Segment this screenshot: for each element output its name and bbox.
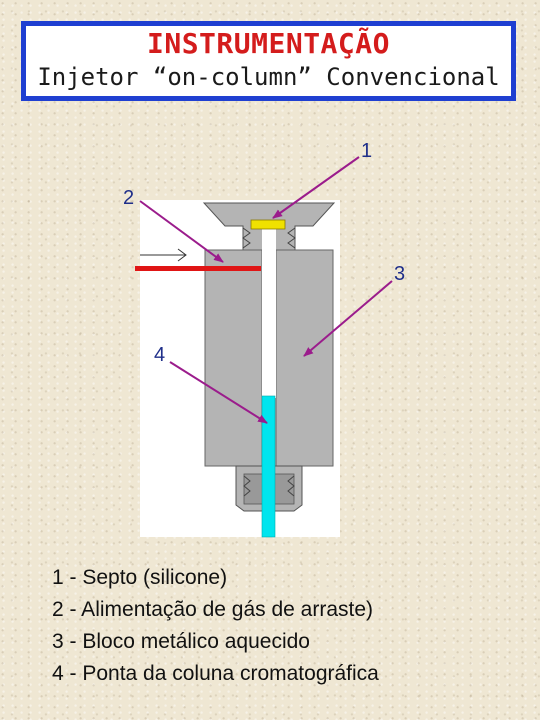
page-subtitle: Injetor “on-column” Convencional [37,63,500,91]
callout-arrow-2 [139,200,224,263]
callout-label-3: 3 [394,263,406,285]
gas-flow-arrow-icon [140,248,187,262]
septum [250,219,286,230]
top-thread [242,227,296,249]
legend-item: 2 - Alimentação de gás de arraste) [52,598,374,621]
legend: 1 - Septo (silicone) 2 - Alimentação de … [52,562,379,690]
bottom-thread [243,475,295,497]
legend-item: 4 - Ponta da coluna cromatográfica [52,662,379,685]
callout-arrow-3 [303,280,393,357]
column-tip [261,395,276,538]
callout-arrow-1 [272,156,360,219]
heated-block-right [275,249,334,467]
legend-item: 3 - Bloco metálico aquecido [52,630,310,653]
callout-label-2: 2 [123,187,135,209]
carrier-gas-line [135,266,261,271]
callout-label-1: 1 [361,140,373,162]
callout-label-4: 4 [154,344,166,366]
legend-item: 1 - Septo (silicone) [52,566,228,589]
heated-block-left [204,249,263,467]
callout-arrow-4 [169,361,268,424]
page-title: INSTRUMENTAÇÃO [146,27,390,60]
title-box: INSTRUMENTAÇÃO Injetor “on-column” Conve… [21,21,516,101]
injector-bore [262,228,276,398]
